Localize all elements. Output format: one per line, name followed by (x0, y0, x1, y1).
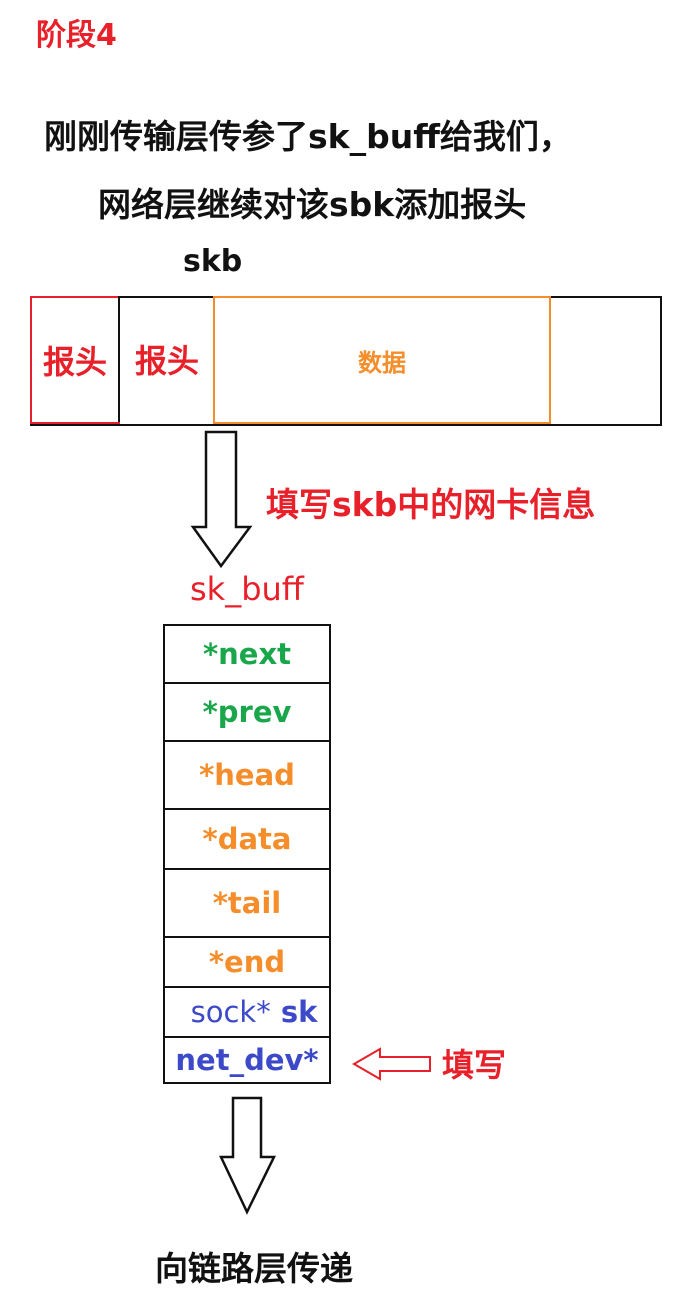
description-line-1: 刚刚传输层传参了sk_buff给我们， (44, 117, 572, 156)
data-text: 数据 (358, 348, 406, 377)
field-sock-sk: sock* sk (165, 988, 329, 1038)
field-tail: *tail (165, 870, 329, 938)
down-arrow-icon (219, 1096, 277, 1215)
field-next: *next (165, 626, 329, 684)
skb-label: skb (183, 244, 243, 279)
description-line-2: 网络层继续对该sbk添加报头 (98, 185, 527, 224)
sk-buff-struct-name: sk_buff (190, 570, 304, 608)
left-arrow-icon (351, 1047, 431, 1081)
field-data: *data (165, 810, 329, 870)
field-prev: *prev (165, 684, 329, 742)
header-1-text: 报头 (42, 343, 107, 381)
stage-title: 阶段4 (36, 18, 117, 53)
field-end: *end (165, 938, 329, 988)
fill-label: 填写 (442, 1046, 507, 1084)
field-net-dev: net_dev* (175, 1043, 319, 1077)
skb-header-segment-2: 报头 (118, 296, 214, 422)
skb-data-segment: 数据 (213, 296, 551, 424)
down-arrow-icon (190, 430, 253, 569)
fill-nic-info-note: 填写skb中的网卡信息 (266, 485, 596, 524)
sk-buff-struct-box: *next *prev *head *data *tail *end sock*… (163, 624, 331, 1084)
skb-header-segment-1: 报头 (30, 296, 120, 424)
sock-name-text: sk (280, 995, 318, 1029)
header-2-text: 报头 (134, 342, 199, 380)
sock-type-text: sock* (190, 995, 271, 1029)
field-head: *head (165, 742, 329, 810)
pass-to-link-layer-label: 向链路层传递 (155, 1249, 353, 1288)
